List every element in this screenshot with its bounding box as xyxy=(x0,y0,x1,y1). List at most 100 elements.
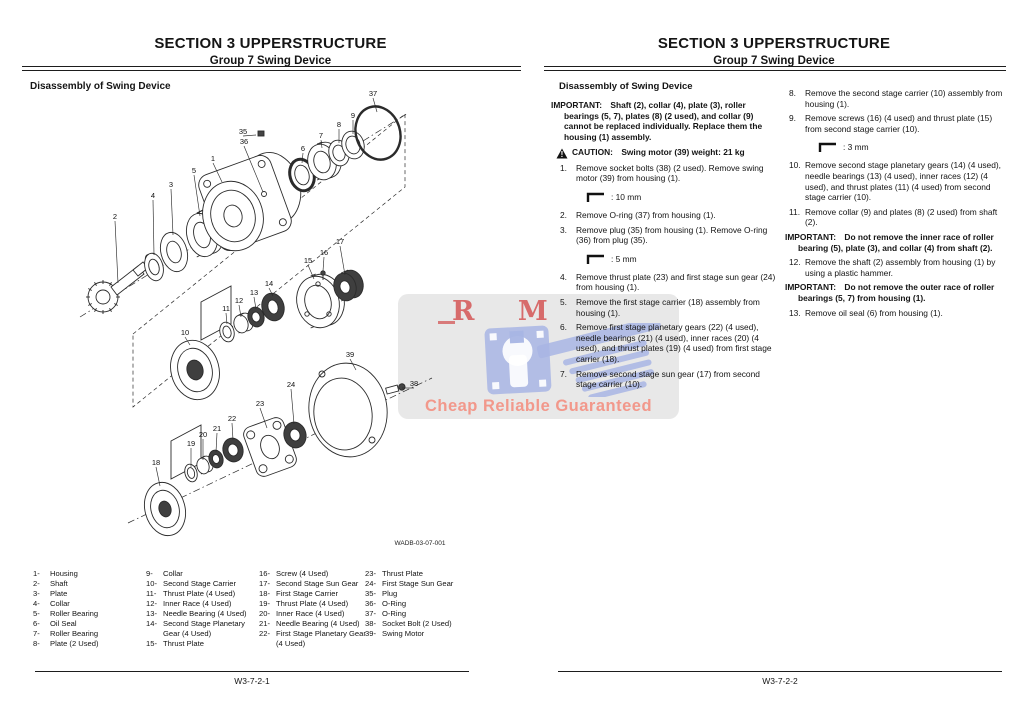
step-text: Remove O-ring (37) from housing (1). xyxy=(576,210,716,221)
step-number: 3. xyxy=(560,224,567,235)
parts-list-item: 17-Second Stage Sun Gear xyxy=(259,579,367,589)
parts-list-item: 4- Collar xyxy=(33,599,133,609)
part-number: 1- xyxy=(33,569,40,578)
part-name: First Stage Carrier xyxy=(276,589,339,598)
step-text: Remove second stage sun gear (17) from s… xyxy=(576,368,760,390)
part-name: Thrust Plate xyxy=(382,569,423,578)
left-footer-rule xyxy=(35,671,469,672)
parts-list-item: 36- O-Ring xyxy=(365,599,473,609)
right-page-group-subtitle: Group 7 Swing Device xyxy=(713,55,835,67)
step-text: Remove second stage planetary gears (14)… xyxy=(805,160,1001,203)
step-number: 4. xyxy=(560,271,567,282)
step-number: 11. xyxy=(789,206,801,217)
parts-list-item: 22-First Stage Planetary Gear (4 Used) xyxy=(259,629,367,649)
part-number: 7- xyxy=(33,629,40,638)
callout-label-16: 16 xyxy=(320,248,328,257)
step-text: Remove the second stage carrier (10) ass… xyxy=(805,88,1003,109)
step-item: 11. Remove collar (9) and plates (8) (2 u… xyxy=(785,207,1007,228)
hex-wrench-icon xyxy=(818,143,836,153)
step-text: Remove socket bolts (38) (2 used). Remov… xyxy=(576,162,764,184)
callout-label-9: 9 xyxy=(351,111,355,120)
part-number: 6- xyxy=(33,619,40,628)
part-number: 35- xyxy=(365,589,376,598)
part-name: Socket Bolt (2 Used) xyxy=(382,619,452,628)
part-name: Swing Motor xyxy=(382,629,425,638)
step-number: 10. xyxy=(789,160,801,171)
part-number: 23- xyxy=(365,569,376,578)
part-number: 24- xyxy=(365,579,376,588)
parts-list-item: 20-Inner Race (4 Used) xyxy=(259,609,367,619)
parts-list-item: 2- Shaft xyxy=(33,579,133,589)
part-number: 12- xyxy=(146,599,157,608)
hex-wrench-icon xyxy=(586,192,604,203)
part-name: Needle Bearing (4 Used) xyxy=(163,609,247,618)
tool-size-text: : 3 mm xyxy=(843,142,869,153)
exploded-diagram: 3798763536153421716151413121110393824232… xyxy=(79,89,446,547)
part-number: 36- xyxy=(365,599,376,608)
step-text: Remove first stage planetary gears (22) … xyxy=(576,322,772,364)
callout-label-39: 39 xyxy=(346,350,354,359)
parts-list-item: 37-O-Ring xyxy=(365,609,473,619)
svg-text:!: ! xyxy=(561,150,564,159)
step-text: Remove plug (35) from housing (1). Remov… xyxy=(576,224,768,246)
part-name: Second Stage Planetary Gear (4 Used) xyxy=(163,619,245,638)
step-text: Remove the first stage carrier (18) asse… xyxy=(576,297,760,318)
part-number: 3- xyxy=(33,589,40,598)
parts-list-item: 12- Inner Race (4 Used) xyxy=(146,599,258,609)
step-number: 5. xyxy=(560,297,567,308)
callout-label-3: 3 xyxy=(169,180,173,189)
parts-list-item: 13-Needle Bearing (4 Used) xyxy=(146,609,258,619)
left-page-section-title: SECTION 3 UPPERSTRUCTURE xyxy=(154,35,387,52)
parts-list-column-3: 16-Screw (4 Used)17-Second Stage Sun Gea… xyxy=(259,569,367,649)
parts-list-item: 9-Collar xyxy=(146,569,258,579)
part-number: 17- xyxy=(259,579,270,588)
step-text: Remove oil seal (6) from housing (1). xyxy=(805,307,943,318)
part-number: 5- xyxy=(33,609,40,618)
tool-size-text: : 5 mm xyxy=(611,253,637,264)
part-number: 21- xyxy=(259,619,270,628)
step-item: 1.Remove socket bolts (38) (2 used). Rem… xyxy=(551,163,781,184)
parts-list-item: 35-Plug xyxy=(365,589,473,599)
callout-label-35: 35 xyxy=(239,127,247,136)
part-number: 19- xyxy=(259,599,270,608)
callout-label-17: 17 xyxy=(336,237,344,246)
part-name: Inner Race (4 Used) xyxy=(276,609,345,618)
part-name: Needle Bearing (4 Used) xyxy=(276,619,360,628)
parts-list-item: 21- Needle Bearing (4 Used) xyxy=(259,619,367,629)
callout-label-22: 22 xyxy=(228,414,236,423)
part-name: Second Stage Carrier xyxy=(163,579,237,588)
instructions-column-2: 8.Remove the second stage carrier (10) a… xyxy=(785,84,1007,322)
part-number: 11- xyxy=(146,589,157,598)
parts-list-item: 39- Swing Motor xyxy=(365,629,473,639)
step-number: 7. xyxy=(560,368,567,379)
callout-label-13: 13 xyxy=(250,288,258,297)
part-name: Collar xyxy=(50,599,70,608)
part-number: 2- xyxy=(33,579,40,588)
part-number: 15- xyxy=(146,639,157,648)
step-text: Remove collar (9) and plates (8) (2 used… xyxy=(805,206,998,228)
callout-label-15: 15 xyxy=(304,256,312,265)
part-name: Housing xyxy=(50,569,78,578)
parts-list-item: 24-First Stage Sun Gear xyxy=(365,579,473,589)
caution-text: CAUTION: Swing motor (39) weight: 21 kg xyxy=(572,147,745,158)
part-name: Screw (4 Used) xyxy=(276,569,329,578)
left-page-group-subtitle: Group 7 Swing Device xyxy=(209,55,332,67)
callout-label-1: 1 xyxy=(211,154,215,163)
callout-label-7: 7 xyxy=(319,131,323,140)
instructions-column-1: IMPORTANT: Shaft (2), collar (4), plate … xyxy=(551,96,781,394)
part-number: 39- xyxy=(365,629,376,638)
step-text: Remove screws (16) (4 used) and thrust p… xyxy=(805,113,993,134)
part-name: O-Ring xyxy=(382,599,407,608)
parts-list-item: 14- Second Stage Planetary Gear (4 Used) xyxy=(146,619,258,639)
part-number: 4- xyxy=(33,599,40,608)
step-item: 2.Remove O-ring (37) from housing (1). xyxy=(551,210,781,221)
callout-label-6: 6 xyxy=(301,144,305,153)
warning-triangle-icon: ! xyxy=(556,148,568,159)
part-name: Inner Race (4 Used) xyxy=(163,599,232,608)
part-number: 14- xyxy=(146,619,157,628)
right-page-number: W3-7-2-2 xyxy=(762,676,798,686)
part-name: Shaft xyxy=(50,579,68,588)
left-disassembly-heading: Disassembly of Swing Device xyxy=(30,81,171,92)
callout-label-36: 36 xyxy=(240,137,248,146)
